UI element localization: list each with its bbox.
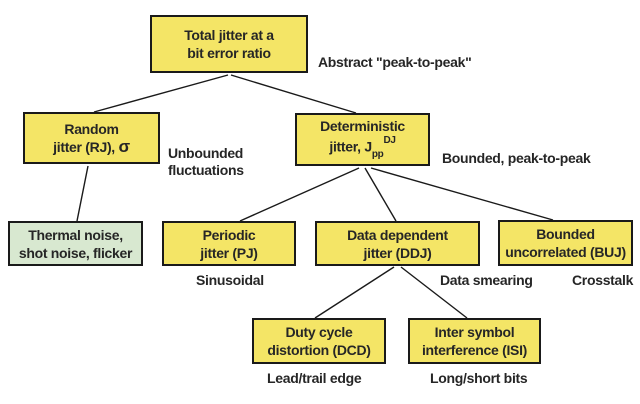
sigma-symbol: σ: [118, 137, 130, 156]
connector-det-buj: [370, 167, 554, 221]
connector-random-thermal: [76, 165, 89, 222]
annotation-long-short-bits: Long/short bits: [430, 370, 528, 386]
node-total-jitter-line1: Total jitter at a: [184, 27, 274, 43]
node-deterministic-line2-text: jitter, J: [329, 138, 372, 155]
node-inter-symbol-interference: Inter symbol interference (ISI): [408, 318, 541, 364]
annotation-unbounded-line2: fluctuations: [168, 162, 244, 178]
node-total-jitter-line2: bit error ratio: [187, 45, 271, 61]
annotation-lead-trail-edge: Lead/trail edge: [267, 370, 362, 386]
annotation-sinusoidal: Sinusoidal: [196, 272, 264, 288]
connector-ddj-dcd: [314, 266, 395, 319]
node-random-jitter-line2-text: jitter (RJ),: [53, 139, 119, 155]
node-thermal-noise: Thermal noise, shot noise, flicker: [8, 221, 143, 266]
annotation-bounded-peak-to-peak: Bounded, peak-to-peak: [442, 150, 591, 166]
node-periodic-jitter-line2: jitter (PJ): [200, 244, 258, 261]
node-dcd-line1: Duty cycle: [285, 324, 353, 340]
node-bounded-uncorrelated: Bounded uncorrelated (BUJ): [498, 220, 633, 266]
annotation-crosstalk: Crosstalk: [572, 272, 634, 288]
node-deterministic-line2: jitter, Jpp DJ: [329, 134, 396, 162]
node-isi-line2: interference (ISI): [421, 342, 528, 358]
node-buj-line1: Bounded: [536, 226, 595, 242]
node-periodic-jitter: Periodic jitter (PJ): [162, 221, 296, 266]
node-deterministic-jitter: Deterministic jitter, Jpp DJ: [295, 113, 430, 166]
node-dcd-line2: distortion (DCD): [267, 342, 371, 358]
node-random-jitter-line2: jitter (RJ), σ: [53, 138, 130, 156]
annotation-unbounded-fluctuations: Unbounded fluctuations: [168, 145, 244, 179]
node-duty-cycle-distortion: Duty cycle distortion (DCD): [252, 318, 386, 364]
jpp-subscript: pp: [371, 149, 384, 161]
connector-det-ddj: [364, 167, 397, 222]
annotation-unbounded-line1: Unbounded: [168, 145, 244, 161]
annotation-data-smearing: Data smearing: [440, 272, 533, 288]
node-total-jitter: Total jitter at a bit error ratio: [150, 15, 308, 73]
connector-total-random: [93, 74, 229, 113]
node-periodic-jitter-line1: Periodic: [202, 226, 256, 243]
node-isi-line1: Inter symbol: [434, 324, 515, 340]
node-thermal-noise-line1: Thermal noise,: [28, 226, 123, 243]
connector-det-periodic: [239, 167, 360, 222]
connector-total-deterministic: [230, 74, 357, 114]
node-thermal-noise-line2: shot noise, flicker: [18, 244, 133, 261]
node-deterministic-line1: Deterministic: [320, 117, 405, 134]
node-random-jitter: Random jitter (RJ), σ: [23, 112, 160, 164]
annotation-abstract-peak-to-peak: Abstract "peak-to-peak": [318, 54, 472, 70]
node-data-dependent-jitter: Data dependent jitter (DDJ): [315, 221, 480, 266]
node-ddj-line2: jitter (DDJ): [363, 244, 432, 261]
node-buj-line2: uncorrelated (BUJ): [505, 244, 626, 260]
node-random-jitter-line1: Random: [64, 121, 119, 137]
node-ddj-line1: Data dependent: [347, 226, 448, 243]
dj-superscript: DJ: [383, 134, 396, 146]
